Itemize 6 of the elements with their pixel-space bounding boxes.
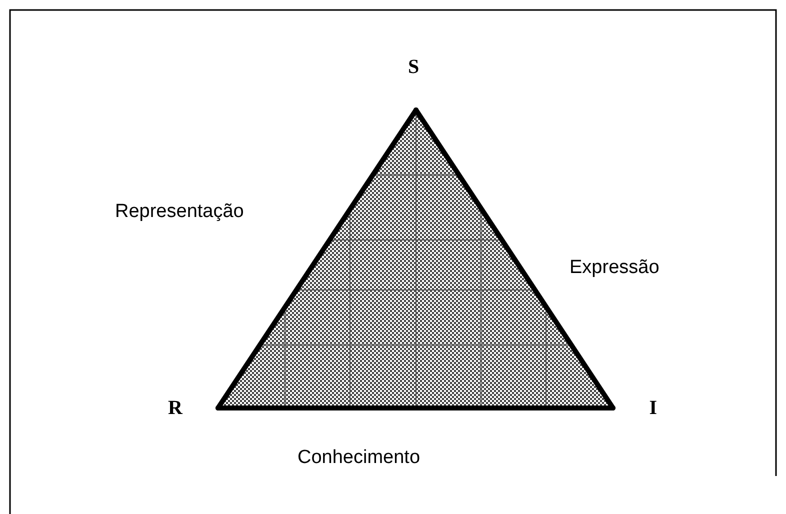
triangle-side bbox=[216, 406, 616, 410]
vertex-label: I bbox=[649, 396, 657, 420]
edge-label: Representação bbox=[115, 200, 244, 224]
vertex-label: S bbox=[408, 55, 420, 79]
vertex-label: R bbox=[168, 396, 182, 420]
edge-label: Expressão bbox=[570, 256, 660, 280]
